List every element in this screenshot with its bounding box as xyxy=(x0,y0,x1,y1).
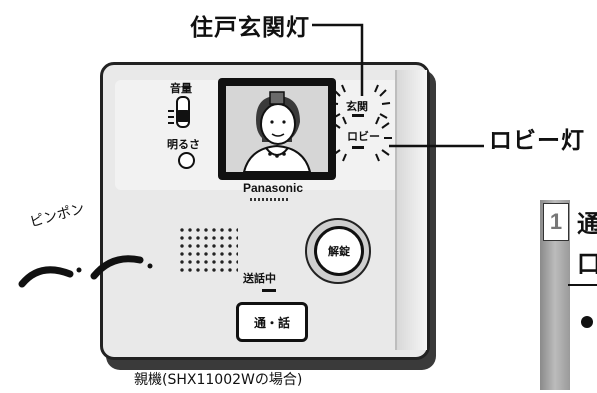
talk-button-label: 通・話 xyxy=(253,315,290,330)
visitor-face-icon xyxy=(226,86,328,172)
unlock-button[interactable]: 解錠 xyxy=(314,226,364,276)
brand-underline xyxy=(250,198,290,201)
heading-rule xyxy=(568,284,597,286)
talking-indicator xyxy=(262,289,276,292)
led-entrance-label: 玄関 xyxy=(346,100,368,113)
heading-fragment-1: 通 xyxy=(577,210,597,238)
volume-switch-knob[interactable] xyxy=(177,110,189,122)
talk-button[interactable]: 通・話 xyxy=(236,302,308,342)
monitor-screen xyxy=(226,86,328,172)
step-number: 1 xyxy=(543,203,569,241)
heading-fragment-2: 口 xyxy=(577,250,597,278)
speaker-grille xyxy=(178,226,238,276)
volume-level-marks xyxy=(168,110,174,124)
led-lobby-label: ロビー xyxy=(347,130,380,143)
entrance-leader-line xyxy=(312,23,364,96)
chime-wave-icon xyxy=(18,255,144,288)
talking-label: 送話中 xyxy=(243,272,276,285)
entrance-light-callout: 住戸玄関灯 xyxy=(190,15,310,41)
led-entrance-indicator xyxy=(352,114,364,117)
figure-caption: 親機(SHX11002Wの場合) xyxy=(134,372,303,388)
lobby-light-callout: ロビー灯 xyxy=(489,128,585,154)
bullet-dot xyxy=(581,316,593,328)
led-lobby-indicator xyxy=(352,146,364,149)
entrance-light-rays-icon xyxy=(329,84,391,119)
unlock-button-label: 解錠 xyxy=(328,245,350,258)
brightness-label: 明るさ xyxy=(167,138,200,151)
brand-logo: Panasonic xyxy=(243,181,304,195)
brightness-button[interactable] xyxy=(178,152,195,169)
unit-side-bevel xyxy=(395,70,427,350)
lobby-light-rays-icon xyxy=(328,116,392,162)
volume-label: 音量 xyxy=(170,82,192,95)
